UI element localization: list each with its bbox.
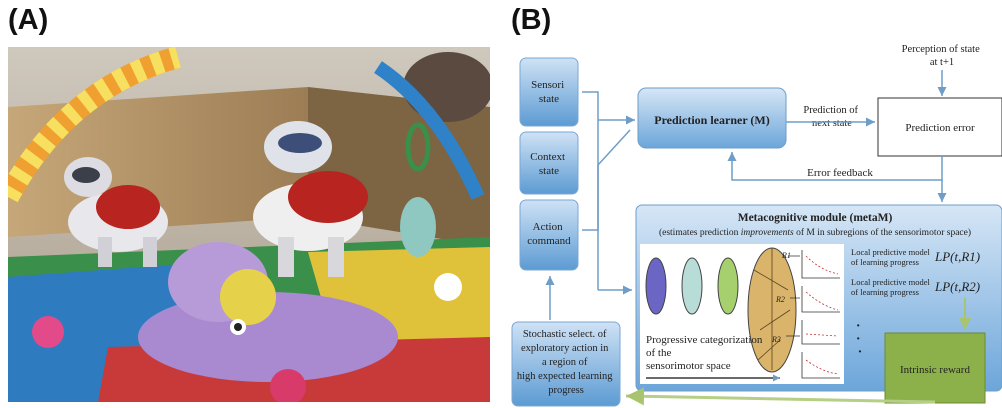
error-feedback-label: Error feedback	[807, 167, 873, 179]
intrinsic-reward-box: Intrinsic reward	[884, 332, 986, 404]
ellipse-stage-1	[645, 257, 667, 315]
ellipse-stage-2	[681, 257, 703, 315]
stochastic-label: Stochastic select. of exploratory action…	[517, 329, 615, 396]
sensori-label: Sensori state	[531, 79, 567, 105]
perception-label: Perception of state at t+1	[902, 44, 983, 68]
ellipse-stage-3	[717, 257, 739, 315]
metacognitive-module-box: Metacognitive module (metaM) (estimates …	[635, 204, 1002, 392]
action-label: Action command	[527, 221, 571, 247]
prediction-learner-box: Prediction learner (M)	[637, 87, 787, 149]
input-box-sensori: Sensori state	[519, 57, 579, 127]
meta-subtitle: (estimates prediction improvements of M …	[659, 227, 971, 238]
panel-a-label: (A)	[8, 4, 49, 36]
context-label: Context state	[530, 151, 568, 177]
progressive-label: Progressive categorization of the sensor…	[646, 334, 765, 372]
prediction-error-box: Prediction error	[877, 97, 1002, 157]
input-box-context: Context state	[519, 131, 579, 195]
region-label-r2: R2	[775, 295, 785, 304]
stochastic-select-box: Stochastic select. of exploratory action…	[511, 321, 621, 407]
input-box-action: Action command	[519, 199, 579, 271]
prediction-learner-label: Prediction learner (M)	[654, 113, 770, 127]
learning-architecture-diagram: Sensori state Context state Action comma…	[511, 44, 1002, 407]
meta-title: Metacognitive module (metaM)	[738, 212, 893, 224]
region-label-r3: R3	[771, 335, 781, 344]
panel-b-label: (B)	[511, 4, 552, 36]
prediction-error-label: Prediction error	[905, 122, 975, 134]
intrinsic-reward-label: Intrinsic reward	[900, 364, 970, 376]
lp-r2-label: LP(t,R2)	[934, 279, 980, 294]
ellipsis-dots: · · ·	[856, 319, 864, 360]
robot-playmat-photo	[8, 47, 490, 402]
prediction-next-state-label: Prediction of next state	[803, 105, 860, 129]
region-label-r1: R1	[781, 251, 791, 260]
lp-r1-label: LP(t,R1)	[934, 249, 980, 264]
